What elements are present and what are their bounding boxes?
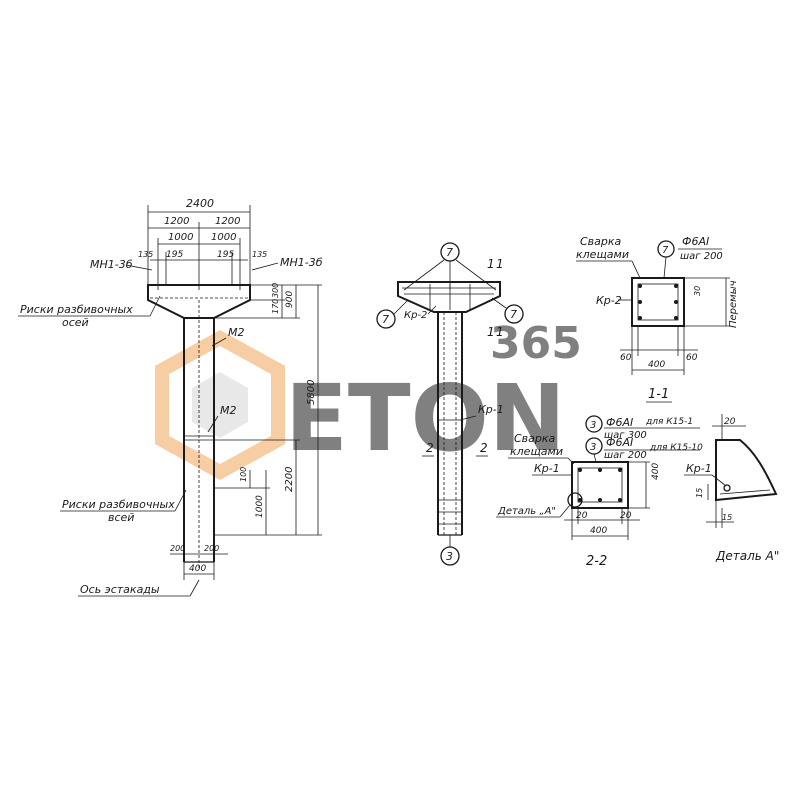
section-mark-1b: 1 <box>496 257 504 271</box>
label-marks-bot-1: Риски разбивочных <box>62 498 175 511</box>
detail-a: 20 Кр-1 15 15 Деталь А" <box>684 414 779 563</box>
dim-135-right: 135 <box>252 250 267 259</box>
s22-step-2: шаг 200 <box>604 450 647 461</box>
s22-note-2: для К15-10 <box>649 443 703 453</box>
s22-rebar-1: Ф6АI <box>606 416 633 429</box>
s11-weld-2: клещами <box>576 248 629 261</box>
dim-1200-left: 1200 <box>164 216 189 227</box>
dim-900: 900 <box>285 291 295 308</box>
dim-2200: 2200 <box>284 467 295 492</box>
s11-weld-1: Сварка <box>580 235 622 248</box>
section-mark-2a: 2 <box>426 441 434 455</box>
s22-dim-20-right: 20 <box>620 511 632 521</box>
detail-dim-20: 20 <box>724 417 736 427</box>
dim-1000-left: 1000 <box>168 232 193 243</box>
section-mark-1d: 1 <box>496 325 504 339</box>
watermark-brand: ETON <box>285 365 566 472</box>
detail-title: Деталь А" <box>715 549 779 563</box>
s22-step-1: шаг 300 <box>604 430 647 441</box>
dim-200-left: 200 <box>170 544 185 553</box>
s11-circle-7: 7 <box>662 245 669 256</box>
s22-title: 2-2 <box>586 554 607 569</box>
s11-kr2: Кр-2 <box>596 294 622 307</box>
s22-rebar-2: Ф6АI <box>606 436 633 449</box>
label-mn1-36-left: МН1-3б <box>90 258 133 271</box>
circle-7-left: 7 <box>382 313 389 326</box>
circle-3-mid: 3 <box>446 550 453 563</box>
section-2-2: 3 Ф6АI шаг 300 для К15-1 3 Ф6АI шаг 200 … <box>496 415 703 569</box>
s22-circle-3b: 3 <box>590 442 596 453</box>
detail-kr1: Кр-1 <box>686 462 712 475</box>
left-view: 2400 1200 1200 1000 1000 135 195 195 135… <box>18 197 323 597</box>
label-marks-top-2: осей <box>62 316 89 329</box>
s22-dim-20-left: 20 <box>576 511 588 521</box>
dim-1000: 1000 <box>255 495 265 518</box>
label-mn1-36-right: МН1-3б <box>280 256 323 269</box>
section-mark-1c: 1 <box>487 325 495 339</box>
s11-rebar: Ф6АI <box>682 235 709 248</box>
section-mark-2b: 2 <box>480 441 488 455</box>
dim-195-right: 195 <box>217 250 234 260</box>
dim-135-left: 135 <box>138 250 153 259</box>
circle-7-top: 7 <box>446 246 453 259</box>
dim-400: 400 <box>189 564 206 574</box>
label-kr2-mid: Кр-2 <box>404 310 427 321</box>
dim-195-left: 195 <box>166 250 183 260</box>
section-mark-1a: 1 <box>487 257 495 271</box>
label-marks-bot-2: всей <box>108 511 134 524</box>
s22-dim-400-side: 400 <box>651 463 661 480</box>
dim-170: 170 <box>271 299 280 314</box>
dim-5800: 5800 <box>306 380 317 405</box>
s11-crossbar: Перемыч <box>728 280 739 328</box>
s22-circle-3a: 3 <box>590 420 596 431</box>
s22-detail: Деталь „А" <box>497 506 556 517</box>
middle-view: 7 7 7 Кр-2 Кр-1 3 1 1 1 1 2 2 <box>376 242 524 566</box>
label-trestle-axis: Ось эстакады <box>80 583 160 596</box>
label-m2-top: М2 <box>228 326 245 339</box>
s11-dim-400: 400 <box>648 360 665 370</box>
circle-7-right: 7 <box>510 308 517 321</box>
s22-kr1: Кр-1 <box>534 462 560 475</box>
dim-1000-right: 1000 <box>211 232 236 243</box>
section-1-1: Сварка клещами 7 Ф6АI шаг 200 Кр-2 30 Пе… <box>576 235 739 403</box>
s22-note-1: для К15-1 <box>645 417 693 427</box>
dim-2400: 2400 <box>186 197 214 210</box>
s11-title: 1-1 <box>648 387 669 402</box>
s11-dim-60-left: 60 <box>620 353 632 363</box>
s22-dim-400-bottom: 400 <box>590 526 607 536</box>
detail-dim-15-side: 15 <box>695 488 704 498</box>
dim-200-right: 200 <box>204 544 219 553</box>
s11-dim-60-right: 60 <box>686 353 698 363</box>
label-kr1-mid: Кр-1 <box>478 403 504 416</box>
watermark-logo-icon <box>155 330 285 480</box>
detail-dim-15-bottom: 15 <box>722 513 732 522</box>
dim-100: 100 <box>239 467 248 482</box>
dim-1200-right: 1200 <box>215 216 240 227</box>
watermark: ETON 365 <box>155 318 582 480</box>
s22-weld-1: Сварка <box>514 432 556 445</box>
s11-step: шаг 200 <box>680 251 723 262</box>
label-m2-mid: М2 <box>220 404 237 417</box>
watermark-number: 365 <box>490 318 582 369</box>
label-marks-top-1: Риски разбивочных <box>20 303 133 316</box>
dim-300: 300 <box>271 283 280 298</box>
s22-weld-2: клещами <box>510 445 563 458</box>
s11-dim-30: 30 <box>693 286 702 296</box>
